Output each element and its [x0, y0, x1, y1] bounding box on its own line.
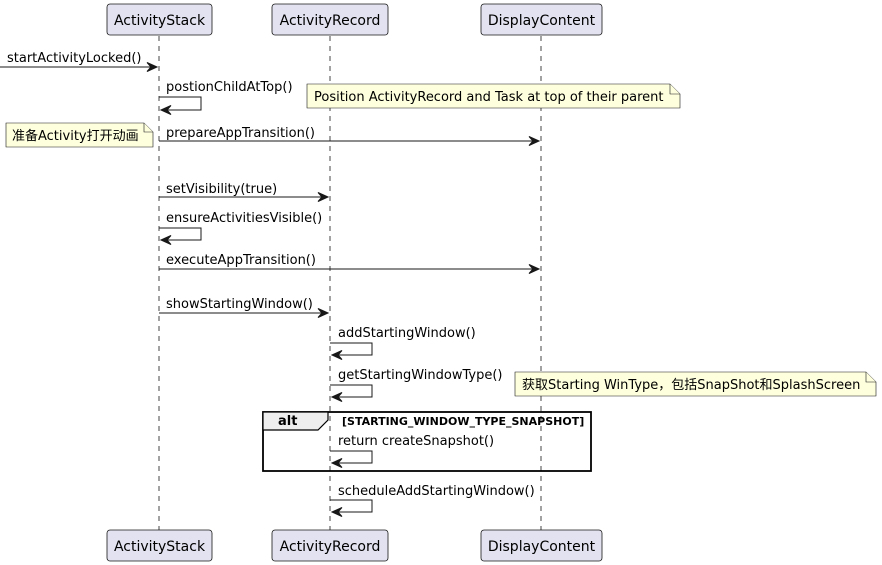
participant-displaycontent-bottom: DisplayContent — [480, 529, 603, 562]
message-prepare-app-transition: prepareAppTransition() — [159, 126, 541, 146]
message-label: prepareAppTransition() — [166, 126, 315, 141]
message-label: postionChildAtTop() — [166, 80, 293, 95]
message-show-starting-window: showStartingWindow() — [159, 297, 330, 318]
message-set-visibility: setVisibility(true) — [159, 182, 330, 202]
participant-label: DisplayContent — [488, 13, 596, 29]
message-label: startActivityLocked() — [7, 51, 141, 66]
participant-displaycontent-top: DisplayContent — [480, 3, 603, 36]
frame-guard: [STARTING_WINDOW_TYPE_SNAPSHOT] — [342, 415, 584, 428]
message-label: ensureActivitiesVisible() — [166, 211, 322, 226]
note-position-activity-record: Position ActivityRecord and Task at top … — [306, 83, 681, 109]
message-add-starting-window: addStartingWindow() — [330, 326, 476, 360]
message-start-activity-locked: startActivityLocked() — [0, 51, 159, 72]
participant-label: ActivityStack — [114, 13, 206, 29]
participant-label: ActivityRecord — [280, 13, 381, 29]
message-label: scheduleAddStartingWindow() — [338, 484, 535, 499]
message-label: getStartingWindowType() — [338, 368, 502, 383]
message-schedule-add-starting-window: scheduleAddStartingWindow() — [330, 484, 535, 517]
note-prepare-animation: 准备Activity打开动画 — [5, 122, 154, 148]
participant-label: DisplayContent — [488, 539, 596, 555]
message-label: setVisibility(true) — [166, 182, 277, 197]
message-ensure-activities-visible: ensureActivitiesVisible() — [159, 211, 322, 245]
message-label: executeAppTransition() — [166, 253, 316, 268]
message-get-starting-window-type: getStartingWindowType() — [330, 368, 502, 402]
participant-label: ActivityRecord — [280, 539, 381, 555]
participant-activitystack-bottom: ActivityStack — [106, 529, 213, 562]
message-return-create-snapshot: return createSnapshot() — [330, 434, 494, 468]
participant-label: ActivityStack — [114, 539, 206, 555]
note-text: Position ActivityRecord and Task at top … — [314, 90, 664, 105]
participant-activityrecord-top: ActivityRecord — [271, 3, 389, 36]
message-label: showStartingWindow() — [166, 297, 313, 312]
note-text: 获取Starting WinType，包括SnapShot和SplashScre… — [522, 378, 860, 393]
participant-activityrecord-bottom: ActivityRecord — [271, 529, 389, 562]
message-postion-child-at-top: postionChildAtTop() — [159, 80, 293, 115]
note-text: 准备Activity打开动画 — [12, 128, 139, 144]
note-get-starting-wintype: 获取Starting WinType，包括SnapShot和SplashScre… — [514, 371, 877, 397]
message-label: addStartingWindow() — [338, 326, 476, 341]
frame-operator: alt — [278, 414, 297, 429]
message-label: return createSnapshot() — [338, 434, 494, 449]
participant-activitystack-top: ActivityStack — [106, 3, 213, 36]
message-execute-app-transition: executeAppTransition() — [159, 253, 541, 274]
alt-frame: alt [STARTING_WINDOW_TYPE_SNAPSHOT] — [262, 411, 592, 472]
